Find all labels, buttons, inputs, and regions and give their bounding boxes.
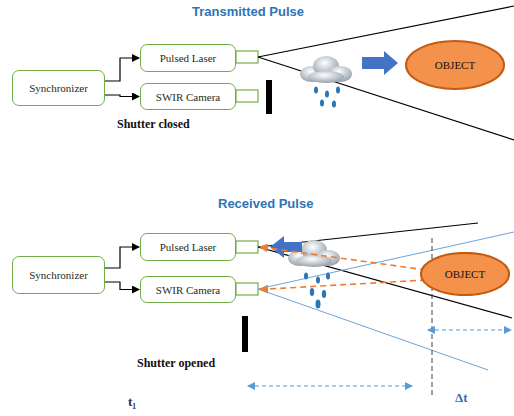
- node-label: Synchronizer: [29, 82, 88, 94]
- sync-connector: [105, 282, 139, 290]
- process-box: SWIR Camera: [140, 276, 236, 303]
- node-label: SWIR Camera: [156, 284, 220, 296]
- object-ellipse: OBJECT: [420, 252, 510, 296]
- process-box: Pulsed Laser: [140, 233, 236, 261]
- shutter-state: Shutter opened: [137, 356, 215, 371]
- dimension-arrow: [428, 329, 511, 330]
- camera-lens: [236, 90, 258, 102]
- time-symbol: t₁: [128, 394, 136, 410]
- shutter-state: Shutter closed: [117, 117, 190, 132]
- process-box: Pulsed Laser: [140, 44, 236, 72]
- node-label: SWIR Camera: [156, 91, 220, 103]
- dimension-arrow: [248, 385, 412, 386]
- rain-cloud: [300, 56, 352, 108]
- laser-aperture: [236, 241, 258, 253]
- panel-heading: Received Pulse: [218, 196, 313, 211]
- direction-arrow: [362, 51, 398, 75]
- sync-connector: [105, 58, 139, 81]
- beam-edge: [258, 247, 512, 318]
- time-symbol: Δt: [455, 390, 467, 406]
- process-box: Synchronizer: [12, 70, 105, 106]
- node-label: Pulsed Laser: [160, 52, 217, 64]
- shutter-bar: [242, 316, 248, 352]
- return-pulse: [260, 280, 426, 290]
- camera-fov: [258, 289, 488, 370]
- sync-connector: [105, 95, 139, 97]
- camera-lens: [236, 283, 258, 295]
- panel-heading: Transmitted Pulse: [192, 4, 304, 19]
- object-ellipse: OBJECT: [405, 40, 505, 90]
- node-label: Synchronizer: [29, 269, 88, 281]
- process-box: SWIR Camera: [140, 83, 236, 110]
- shutter-bar: [266, 80, 272, 114]
- process-box: Synchronizer: [12, 256, 105, 294]
- laser-aperture: [236, 51, 258, 63]
- node-label: Pulsed Laser: [160, 241, 217, 253]
- direction-arrow: [270, 236, 302, 258]
- node-label: OBJECT: [445, 268, 485, 280]
- sync-connector: [105, 247, 139, 268]
- return-pulse: [260, 247, 426, 270]
- node-label: OBJECT: [435, 59, 475, 71]
